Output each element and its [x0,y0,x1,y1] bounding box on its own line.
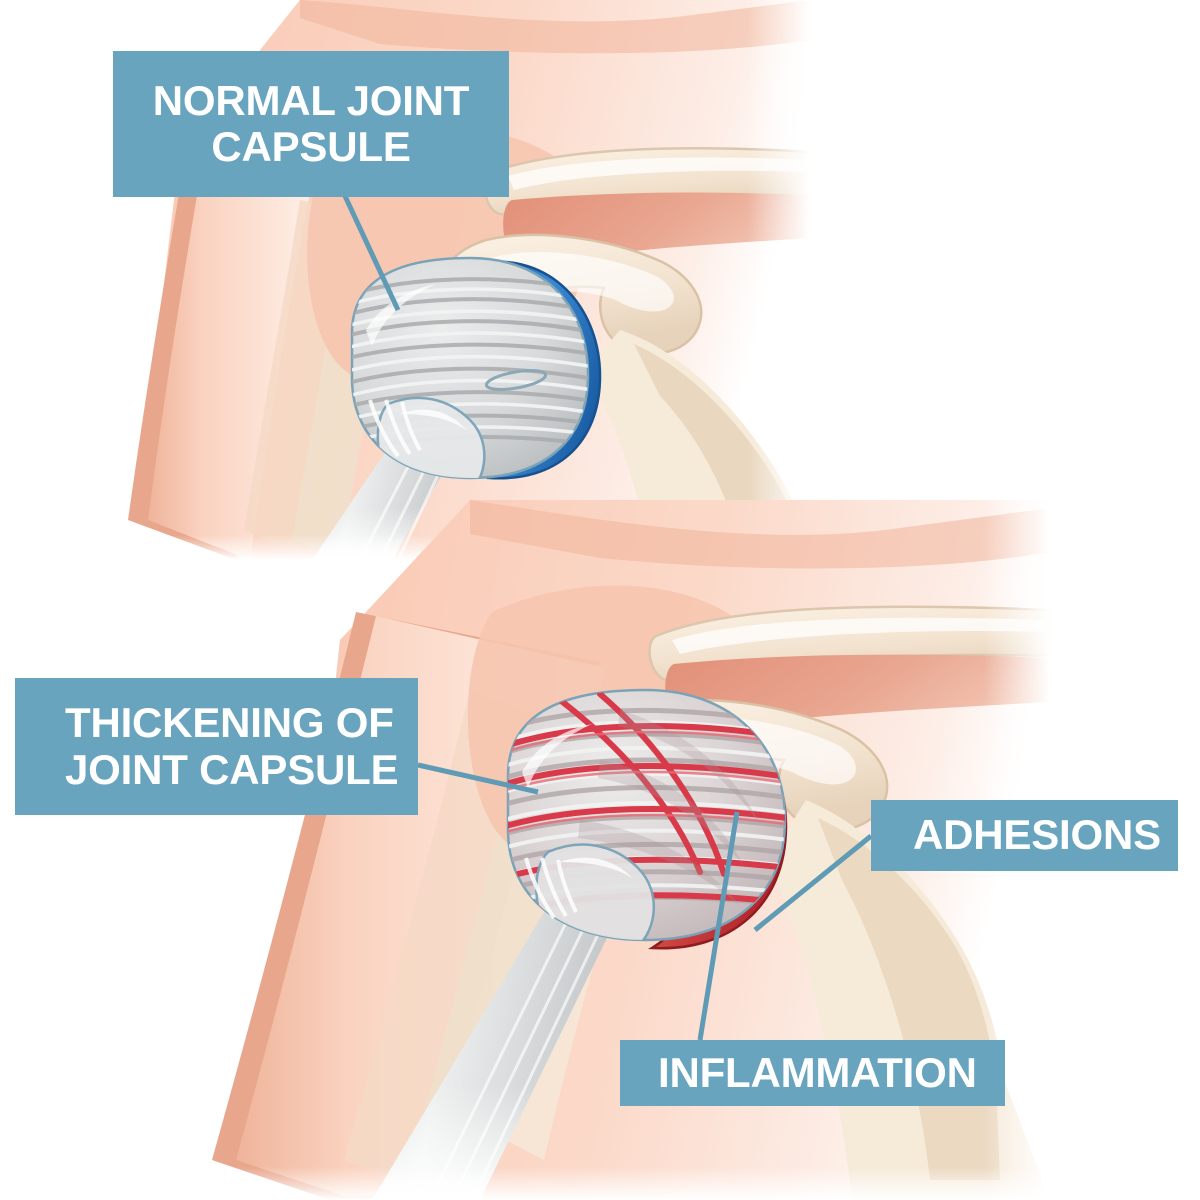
label-adhesions-text: ADHESIONS [913,811,1161,859]
leader-normal-capsule [342,194,401,312]
leader-adhesions [753,834,873,932]
panel-right-fade [600,0,810,560]
label-inflammation: INFLAMMATION [620,1040,1005,1106]
joint-capsule-thickened [506,688,787,942]
adhesion-bands [578,710,760,906]
leader-inflammation [697,811,740,1041]
label-thickening-text: THICKENING OF JOINT CAPSULE [65,699,399,793]
leader-thickening [417,762,539,795]
capsule-fibers-2 [508,691,785,940]
label-thickening-of-joint-capsule: THICKENING OF JOINT CAPSULE [15,678,418,815]
label-normal-joint-capsule: NORMAL JOINT CAPSULE [113,51,509,197]
leader-lines [342,194,873,1041]
arm-skin [148,96,326,560]
label-normal-text: NORMAL JOINT CAPSULE [152,76,470,170]
label-adhesions: ADHESIONS [871,800,1178,871]
label-inflammation-text: INFLAMMATION [658,1048,977,1096]
